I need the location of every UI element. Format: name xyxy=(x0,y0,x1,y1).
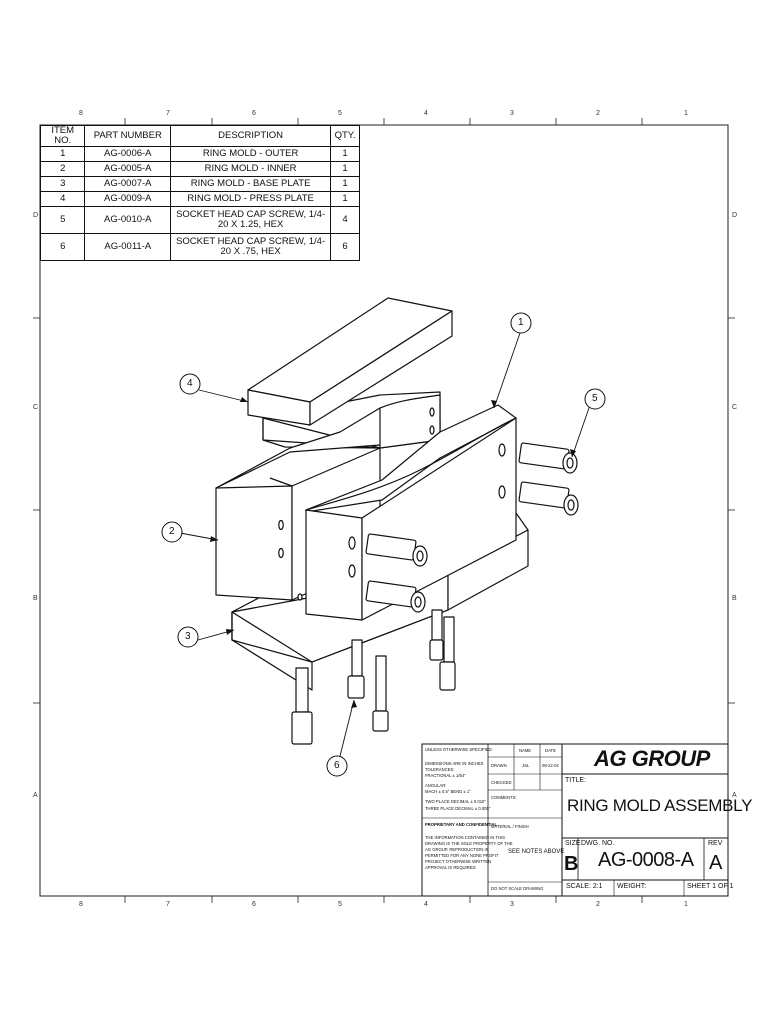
balloon-2: 2 xyxy=(169,526,175,537)
zone-col-label: 6 xyxy=(252,110,256,117)
zone-row-label: B xyxy=(732,595,737,602)
revision: A xyxy=(709,852,723,874)
material-label: MATERIAL / FINISH xyxy=(491,824,529,829)
tolerance-three-place: THREE PLACE DECIMAL ± 0.005" xyxy=(425,806,491,811)
unless-specified-label: UNLESS OTHERWISE SPECIFIED: xyxy=(425,747,493,752)
zone-col-label: 2 xyxy=(596,901,600,908)
proprietary-text: PERMITTED FOR ANY NONE PROFIT xyxy=(425,853,499,858)
zone-col-label: 3 xyxy=(510,110,514,117)
zone-col-label: 5 xyxy=(338,901,342,908)
scale-label: SCALE: 2:1 xyxy=(566,883,603,890)
proprietary-text: THE INFORMATION CONTAINED IN THIS xyxy=(425,835,506,840)
do-not-scale-note: DO NOT SCALE DRAWING xyxy=(491,886,544,891)
zone-col-label: 1 xyxy=(684,110,688,117)
bom-header-qty: QTY. xyxy=(330,125,360,147)
drawing-number: AG-0008-A xyxy=(598,849,694,871)
company-name: AG GROUP xyxy=(594,746,710,771)
zone-col-label: 4 xyxy=(424,901,428,908)
zone-row-label: C xyxy=(33,404,39,411)
bom-qty: 4 xyxy=(330,206,360,234)
zone-row-label: C xyxy=(732,404,738,411)
size-label: SIZE xyxy=(565,840,581,847)
material-value: SEE NOTES ABOVE xyxy=(508,849,565,855)
bom-item: 6 xyxy=(39,233,86,261)
tolerance-angular: ANGULAR: xyxy=(425,783,447,788)
zone-row-label: B xyxy=(33,595,38,602)
bom-desc: SOCKET HEAD CAP SCREW, 1/4-20 X .75, HEX xyxy=(170,233,332,261)
tolerances-label: TOLERANCES: xyxy=(425,767,455,772)
zone-col-label: 6 xyxy=(252,901,256,908)
proprietary-text: PROJECT OTHERWISE WRITTEN xyxy=(425,859,492,864)
zone-row-label: D xyxy=(33,212,39,219)
dwg-no-label: DWG. NO. xyxy=(581,840,615,847)
balloon-6: 6 xyxy=(334,760,340,771)
proprietary-text: AG GROUP. REPRODUCTION IS xyxy=(425,847,489,852)
zone-col-label: 4 xyxy=(424,110,428,117)
title-label: TITLE: xyxy=(565,777,587,784)
bom-part: AG-0010-A xyxy=(84,206,172,234)
drawn-name: JSL xyxy=(522,763,530,768)
rev-label: REV xyxy=(708,840,723,847)
bom-qty: 6 xyxy=(330,233,360,261)
zone-col-label: 1 xyxy=(684,901,688,908)
proprietary-text: DRAWING IS THE SOLE PROPERTY OF THE xyxy=(425,841,513,846)
dims-note: DIMENSIONS ARE IN INCHES xyxy=(425,761,484,766)
drawing-title: RING MOLD ASSEMBLY xyxy=(567,796,753,815)
tolerance-two-place: TWO PLACE DECIMAL ± 0.010" xyxy=(425,799,486,804)
bill-of-materials-table: ITEM NO. PART NUMBER DESCRIPTION QTY. 1 … xyxy=(39,125,360,261)
checked-label: CHECKED xyxy=(491,780,512,785)
bom-row: 2 AG-0005-A RING MOLD - INNER 1 xyxy=(39,161,360,177)
proprietary-text: APPROVAL IS REQUIRED. xyxy=(425,865,477,870)
comments-label: COMMENTS: xyxy=(491,795,517,800)
bom-header-row: ITEM NO. PART NUMBER DESCRIPTION QTY. xyxy=(39,125,360,147)
weight-label: WEIGHT: xyxy=(617,883,647,890)
balloon-5: 5 xyxy=(592,393,598,404)
tolerance-fractional: FRACTIONAL ± 1/64" xyxy=(425,773,466,778)
short-cap-screws xyxy=(291,609,456,745)
zone-row-label: D xyxy=(732,212,738,219)
zone-col-label: 8 xyxy=(79,110,83,117)
press-plate-part xyxy=(247,297,453,426)
bom-row: 5 AG-0010-A SOCKET HEAD CAP SCREW, 1/4-2… xyxy=(39,206,360,234)
zone-col-label: 2 xyxy=(596,110,600,117)
proprietary-heading: PROPRIETARY AND CONFIDENTIAL xyxy=(425,822,498,827)
drawn-date: 08-22-04 xyxy=(542,763,559,768)
zone-col-label: 3 xyxy=(510,901,514,908)
sheet-number: SHEET 1 OF 1 xyxy=(687,883,734,890)
name-header: NAME xyxy=(519,748,532,753)
long-cap-screws xyxy=(365,442,579,613)
bom-part: AG-0011-A xyxy=(84,233,172,261)
balloon-1: 1 xyxy=(518,317,524,328)
zone-row-label: A xyxy=(732,792,737,799)
sheet-size: B xyxy=(564,853,579,875)
bom-item: 5 xyxy=(39,206,86,234)
zone-col-label: 7 xyxy=(166,901,170,908)
date-header: DATE xyxy=(545,748,556,753)
balloon-4: 4 xyxy=(187,378,193,389)
tolerance-mach: MACH ± 0.5° BEND ± 1° xyxy=(425,789,471,794)
zone-col-label: 8 xyxy=(79,901,83,908)
zone-row-label: A xyxy=(33,792,38,799)
zone-col-label: 7 xyxy=(166,110,170,117)
bom-row: 6 AG-0011-A SOCKET HEAD CAP SCREW, 1/4-2… xyxy=(39,233,360,261)
zone-col-label: 5 xyxy=(338,110,342,117)
outer-ring-mold-part xyxy=(305,404,517,621)
balloon-3: 3 xyxy=(185,631,191,642)
drawn-label: DRAWN xyxy=(491,763,507,768)
